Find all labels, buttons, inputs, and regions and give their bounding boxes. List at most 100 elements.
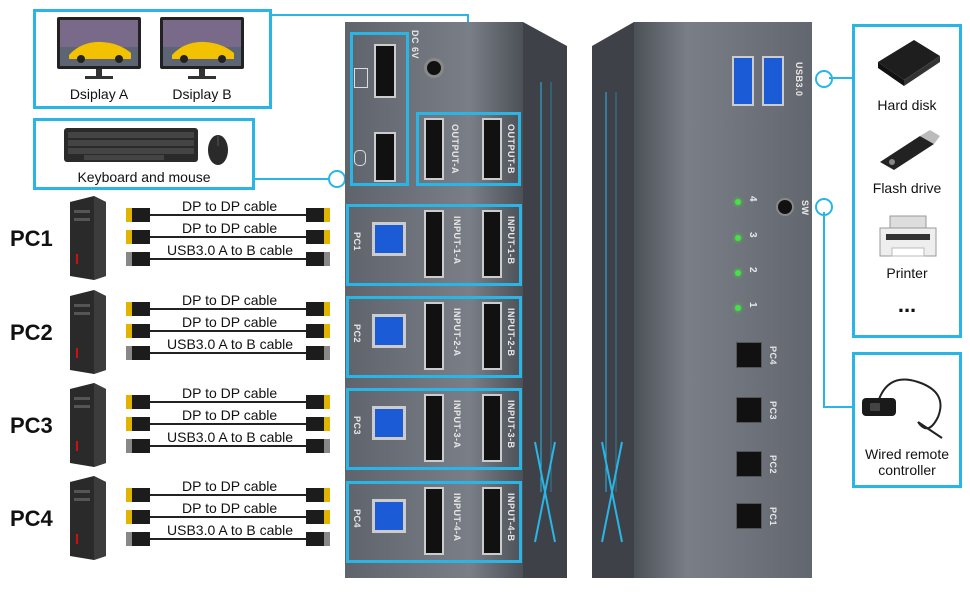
cable-line bbox=[150, 401, 306, 403]
usb-b-port[interactable] bbox=[372, 222, 406, 256]
keyboard-wire-node bbox=[328, 170, 346, 188]
input-group-box bbox=[346, 296, 522, 378]
printer-icon bbox=[879, 215, 937, 257]
usb-wire-node bbox=[815, 70, 833, 88]
dp-plug bbox=[126, 510, 150, 524]
cable-line bbox=[150, 538, 306, 540]
dp-input-label-a: INPUT-1-A bbox=[452, 216, 462, 265]
mouse-usb-port[interactable] bbox=[374, 132, 396, 182]
cable-line bbox=[150, 330, 306, 332]
dp-input-label-b: INPUT-4-B bbox=[506, 493, 516, 542]
output-a-label: OUTPUT-A bbox=[450, 124, 460, 174]
cable-label: DP to DP cable bbox=[180, 385, 280, 401]
keyboard-mouse-label: Keyboard and mouse bbox=[77, 169, 211, 185]
dp-plug bbox=[306, 395, 330, 409]
dp-input-port-b[interactable] bbox=[482, 302, 502, 370]
cable-line bbox=[150, 445, 306, 447]
dp-plug bbox=[306, 510, 330, 524]
dp-input-label-b: INPUT-1-B bbox=[506, 216, 516, 265]
dp-input-label-a: INPUT-2-A bbox=[452, 308, 462, 357]
pc-label: PC3 bbox=[10, 413, 53, 438]
dp-plug bbox=[306, 324, 330, 338]
usb-b-port[interactable] bbox=[372, 314, 406, 348]
cable-line bbox=[150, 214, 306, 216]
input-group-box bbox=[346, 204, 522, 286]
input-pc-label: PC4 bbox=[352, 509, 362, 529]
dp-plug bbox=[306, 302, 330, 316]
dp-input-label-b: INPUT-2-B bbox=[506, 308, 516, 357]
sw-jack[interactable] bbox=[776, 198, 794, 216]
wired-remote-icon bbox=[862, 378, 943, 439]
front-usb-port-2[interactable] bbox=[762, 56, 784, 106]
pc-tower-image bbox=[70, 383, 106, 467]
pc-label: PC4 bbox=[10, 506, 53, 531]
pc-select-label: PC1 bbox=[768, 507, 778, 527]
dp-input-port-a[interactable] bbox=[424, 394, 444, 462]
cable-label: DP to DP cable bbox=[180, 314, 280, 330]
pc-label: PC2 bbox=[10, 320, 53, 345]
peripheral-usb-box bbox=[350, 32, 409, 186]
pc-tower-image bbox=[70, 290, 106, 374]
display-b-label: Dsiplay B bbox=[172, 86, 232, 102]
cable-line bbox=[150, 516, 306, 518]
dp-plug bbox=[126, 417, 150, 431]
dp-input-port-b[interactable] bbox=[482, 394, 502, 462]
cable-label: USB3.0 A to B cable bbox=[165, 429, 296, 445]
dp-input-port-a[interactable] bbox=[424, 302, 444, 370]
input-pc-label: PC1 bbox=[352, 232, 362, 252]
dp-input-label-a: INPUT-4-A bbox=[452, 493, 462, 542]
pc-select-label: PC4 bbox=[768, 346, 778, 366]
output-b-port[interactable] bbox=[482, 118, 502, 180]
printer-label: Printer bbox=[886, 265, 928, 281]
usb-b-port[interactable] bbox=[372, 499, 406, 533]
dp-input-port-b[interactable] bbox=[482, 210, 502, 278]
usb3-label: USB3.0 bbox=[794, 62, 804, 97]
keyboard-icon bbox=[354, 68, 368, 88]
hard-disk-label: Hard disk bbox=[877, 97, 937, 113]
usb-plug bbox=[306, 346, 330, 360]
cable-label: DP to DP cable bbox=[180, 500, 280, 516]
input-pc-label: PC2 bbox=[352, 324, 362, 344]
dp-input-port-b[interactable] bbox=[482, 487, 502, 555]
keyboard-usb-port[interactable] bbox=[374, 44, 396, 98]
flash-drive-icon bbox=[880, 130, 940, 170]
display-a-label: Dsiplay A bbox=[69, 86, 129, 102]
led-number: 4 bbox=[747, 196, 758, 202]
dc-jack[interactable] bbox=[424, 58, 444, 78]
output-ports-box bbox=[416, 112, 521, 186]
input-group-box bbox=[346, 388, 522, 470]
cable-label: DP to DP cable bbox=[180, 220, 280, 236]
cable-label: DP to DP cable bbox=[180, 407, 280, 423]
cable-line bbox=[150, 352, 306, 354]
pc-select-button[interactable] bbox=[736, 397, 762, 423]
dp-input-port-a[interactable] bbox=[424, 487, 444, 555]
usb-plug bbox=[126, 346, 150, 360]
output-a-port[interactable] bbox=[424, 118, 444, 180]
usb-b-port[interactable] bbox=[372, 406, 406, 440]
cable-line bbox=[150, 258, 306, 260]
cable-label: USB3.0 A to B cable bbox=[165, 242, 296, 258]
cable-line bbox=[150, 423, 306, 425]
pc-select-button[interactable] bbox=[736, 451, 762, 477]
monitor-wire-h bbox=[272, 14, 469, 16]
monitor-a-image bbox=[57, 17, 141, 79]
dp-plug bbox=[126, 302, 150, 316]
status-led bbox=[735, 199, 741, 205]
cable-line bbox=[150, 494, 306, 496]
pc-tower-image bbox=[70, 196, 106, 280]
dp-plug bbox=[306, 488, 330, 502]
usb-plug bbox=[126, 532, 150, 546]
front-usb-port-1[interactable] bbox=[732, 56, 754, 106]
status-led bbox=[735, 235, 741, 241]
pc-select-button[interactable] bbox=[736, 342, 762, 368]
pc-select-label: PC2 bbox=[768, 455, 778, 475]
output-b-label: OUTPUT-B bbox=[506, 124, 516, 174]
dp-plug bbox=[126, 395, 150, 409]
mouse-image bbox=[208, 135, 228, 165]
keyboard-wire-h bbox=[255, 178, 335, 180]
pc-select-button[interactable] bbox=[736, 503, 762, 529]
sw-wire-v bbox=[823, 212, 825, 408]
kvm-front-body bbox=[592, 22, 812, 578]
dp-input-port-a[interactable] bbox=[424, 210, 444, 278]
usb-plug bbox=[306, 252, 330, 266]
